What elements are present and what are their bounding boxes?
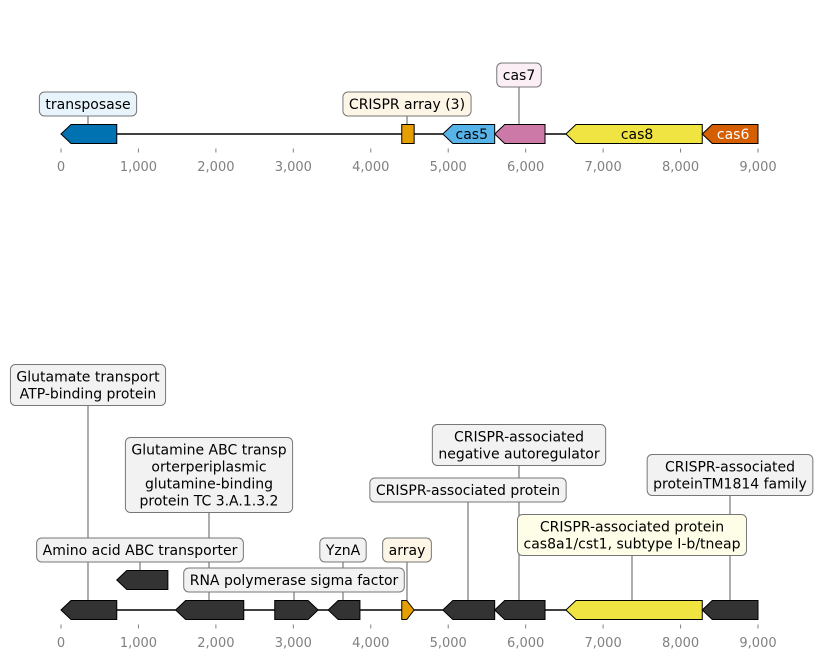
rna-polymerase-sigma-label-box [183,567,405,593]
crispr-array-gene-arrow [401,124,415,144]
crispr-negative-autoregulator-label-box [431,424,607,466]
crispr-negative-autoregulator-label-text: CRISPR-associated [454,429,584,445]
array-label-text: array [389,543,426,559]
cas6-gene-arrow [701,124,759,144]
axis-tick-label: 7,000 [585,636,622,651]
cas7-label-text: cas7 [503,68,535,84]
glutamate-transport-label-text: Glutamate transport [16,369,160,385]
cas8a1-label-box [517,514,747,556]
amino-acid-abc-label-text: Amino acid ABC transporter [43,543,238,559]
amino-acid-abc-label-box [36,537,244,563]
yzna-label: YznA [319,537,367,563]
cas8-gene-label: cas8 [621,127,653,143]
axis-tick-label: 2,000 [197,636,234,651]
transposase-gene-arrow [60,124,118,144]
crispr-associated-gene-arrow [442,600,496,620]
axis-tick-label: 6,000 [507,160,544,175]
tm1814-label-box [646,454,814,496]
axis-tick-label: 8,000 [662,160,699,175]
tm1814-label-text: CRISPR-associated [665,459,795,475]
glutamate-transport-label-box [9,364,167,406]
cas7-gene-arrow [493,124,546,144]
glutamine-abc-label-text: protein TC 3.A.1.3.2 [140,493,279,509]
crispr-array-label-box [342,91,472,117]
axis-tick-label: 3,000 [275,160,312,175]
crispr-associated-label-text: CRISPR-associated protein [376,483,560,499]
axis-tick-label: 7,000 [585,160,622,175]
glutamate-transport-gene-arrow [60,600,118,620]
amino-acid-abc-label: Amino acid ABC transporter [36,537,244,563]
axis-tick-label: 4,000 [352,160,389,175]
yzna-gene-arrow [327,600,361,620]
tm1814-gene-arrow [701,600,759,620]
axis-tick-label: 5,000 [430,636,467,651]
array-label: array [382,537,432,563]
crispr-array-label-text: CRISPR array (3) [349,97,465,113]
axis-tick-label: 1,000 [120,636,157,651]
axis-tick-label: 4,000 [352,636,389,651]
top-track: 0 1,000 2,000 3,000 4,000 5,000 6,000 7,000 8,00… [38,62,777,175]
glutamine-abc-label-text: orterperiplasmic [151,459,266,475]
bottom-track: 0 1,000 2,000 3,000 4,000 5,000 6,000 7,000 8,00… [9,364,814,651]
cas6-gene-label: cas6 [717,127,750,143]
transposase-label-box [38,91,138,117]
glutamine-abc-label-text: Glutamine ABC transp [131,442,286,458]
yzna-label-box [319,537,367,563]
cas5-gene-label: cas5 [456,127,488,143]
axis-tick-label: 5,000 [430,160,467,175]
glutamate-transport-label-text: ATP-binding protein [20,386,157,402]
cas8a1-label-text: cas8a1/cst1, subtype I-b/tneap [524,536,741,552]
transposase-label: transposase [38,91,138,117]
glutamine-abc-label: Glutamine ABC transporterperiplasmicglut… [124,437,294,513]
rna-polymerase-sigma-gene-arrow [274,600,319,620]
cas7-label-box [496,62,542,88]
crispr-associated-label: CRISPR-associated protein [369,477,567,503]
axis-tick-label: 0 [57,636,65,651]
rna-polymerase-sigma-label-text: RNA polymerase sigma factor [190,573,399,589]
cas8a1-gene-arrow [565,600,703,620]
axis-tick-label: 9,000 [739,636,776,651]
crispr-negative-autoregulator-label-text: negative autoregulator [438,446,600,462]
tm1814-label-text: proteinTM1814 family [653,476,807,492]
cas8a1-label-text: CRISPR-associated protein [540,519,724,535]
axis-tick-label: 1,000 [120,160,157,175]
glutamine-abc-label-text: glutamine-binding [145,476,273,492]
yzna-label-text: YznA [325,543,361,559]
axis-tick-label: 3,000 [275,636,312,651]
crispr-negative-autoregulator-gene-arrow [493,600,546,620]
axis-tick-label: 9,000 [739,160,776,175]
array-gene-arrow [401,600,415,620]
crispr-associated-label-box [369,477,567,503]
amino-acid-abc-gene-arrow [116,570,169,590]
axis-tick-label: 6,000 [507,636,544,651]
axis-tick-label: 8,000 [662,636,699,651]
crispr-array-label: CRISPR array (3) [342,91,472,117]
rna-polymerase-sigma-label: RNA polymerase sigma factor [183,567,405,593]
glutamine-abc-label-box [124,437,294,513]
cas7-label: cas7 [496,62,542,88]
array-label-box [382,537,432,563]
axis-tick-label: 2,000 [197,160,234,175]
glutamine-abc-gene-arrow [174,600,245,620]
transposase-label-text: transposase [45,97,130,113]
axis-tick-label: 0 [57,160,65,175]
